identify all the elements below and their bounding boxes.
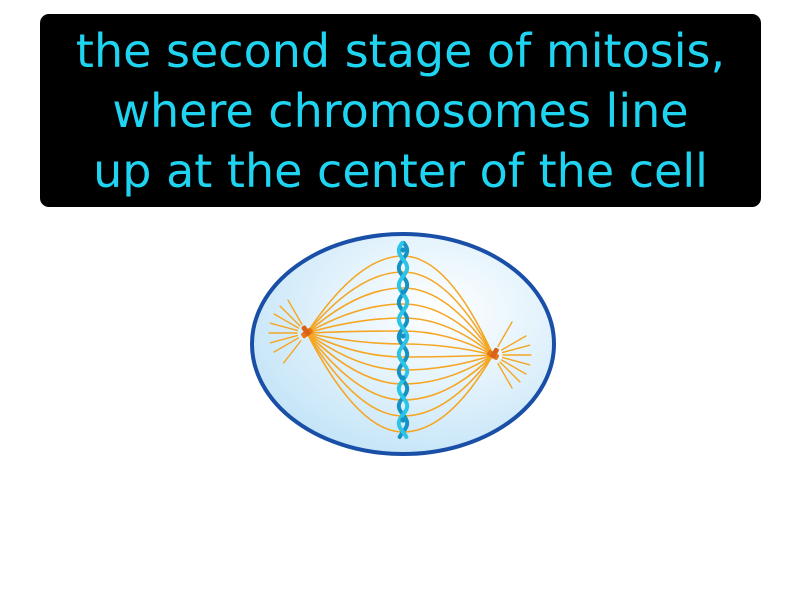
aster-rays-right	[497, 321, 532, 389]
centrosome-left	[301, 325, 313, 339]
aster-ray-right-7	[497, 362, 513, 389]
spindle-fiber-4	[306, 303, 494, 356]
aster-ray-right-8	[497, 321, 513, 348]
centromere-2	[400, 289, 406, 295]
aster-ray-left-2	[269, 334, 299, 344]
spindle-fiber-8	[306, 332, 494, 358]
aster-ray-right-5	[500, 359, 527, 375]
definition-line-2: where chromosomes line	[112, 83, 689, 138]
spindle-fiber-3	[306, 287, 494, 356]
spindle-fiber-2	[306, 271, 494, 356]
aster-ray-right-6	[499, 361, 521, 383]
spindle-fiber-9	[306, 332, 494, 371]
definition-line-3: up at the center of the cell	[93, 143, 708, 198]
spindle-fiber-10	[306, 332, 494, 385]
spindle-fiber-5	[306, 317, 494, 356]
aster-ray-left-1	[273, 337, 300, 353]
metaphase-cell-icon	[250, 232, 556, 456]
centromere-4	[400, 375, 406, 381]
aster-ray-right-4	[501, 356, 531, 366]
aster-ray-left-4	[269, 322, 299, 332]
aster-rays-left	[268, 299, 303, 364]
chromosomes-metaphase-plate	[396, 241, 410, 439]
centrosome-right	[487, 347, 499, 360]
centromere-3	[400, 333, 406, 339]
aster-ray-right-1	[500, 335, 527, 351]
definition-caption: the second stage of mitosis, where chrom…	[40, 14, 761, 207]
centromere-1	[400, 247, 406, 253]
aster-ray-left-6	[279, 305, 301, 327]
aster-ray-left-5	[273, 313, 300, 329]
aster-ray-right-2	[501, 344, 531, 354]
chromatid-strand-b	[396, 241, 410, 439]
centromere-5	[400, 417, 406, 423]
aster-ray-left-8	[282, 340, 302, 364]
definition-line-1: the second stage of mitosis,	[75, 23, 726, 78]
aster-ray-left-7	[287, 299, 303, 326]
